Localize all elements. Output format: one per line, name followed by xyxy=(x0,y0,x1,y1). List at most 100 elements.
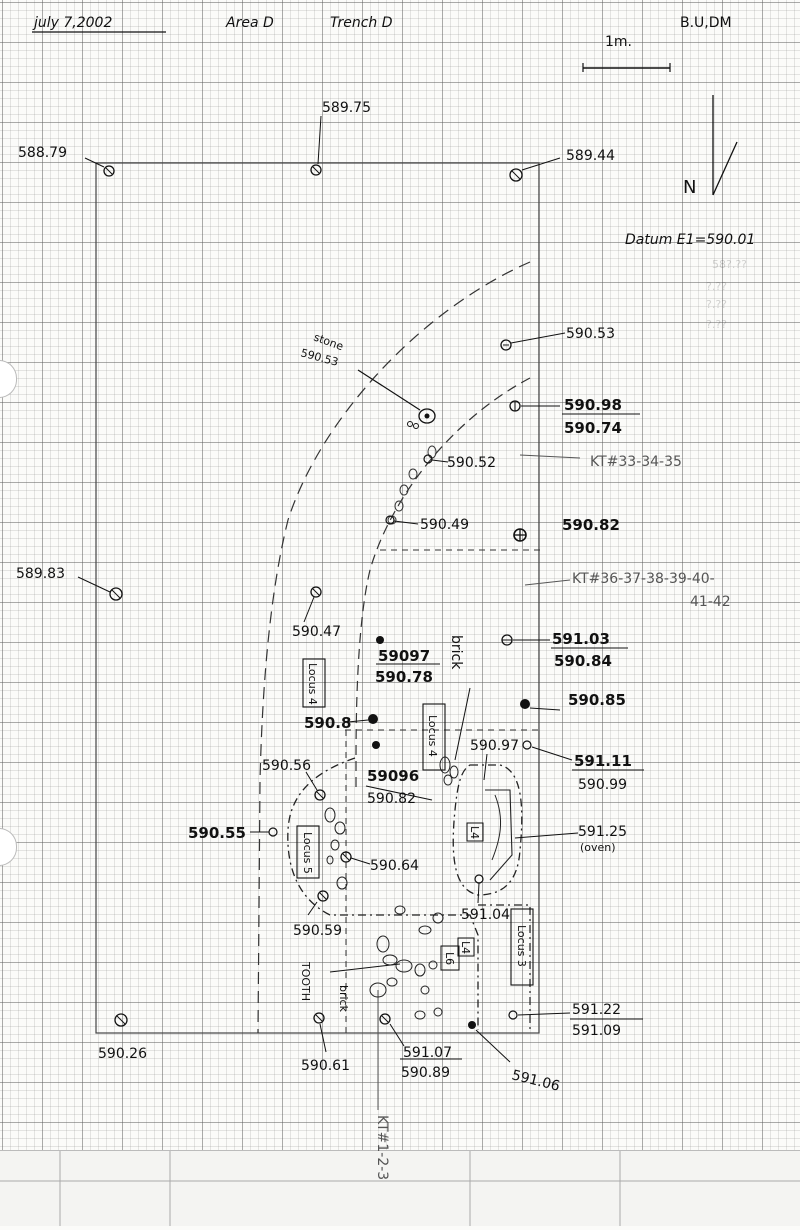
elev-point-e20 xyxy=(508,1010,643,1020)
elev-label-e12-top: 591.11 xyxy=(574,752,632,770)
elev-point-e1 xyxy=(500,332,566,351)
elev-point-e9 xyxy=(520,699,561,711)
erased-notes: 58?.?? ?.?? ?.?? ?.?? xyxy=(706,258,747,331)
corner-marker-nw xyxy=(84,157,115,177)
svg-text:?.??: ?.?? xyxy=(706,298,727,311)
elev-point-e17 xyxy=(514,832,579,839)
corner-marker-sw xyxy=(114,1013,128,1027)
elev-corner-ne: 589.44 xyxy=(566,148,615,164)
elev-label-e18: 590.59 xyxy=(293,923,342,939)
datum-label: Datum E1=590.01 xyxy=(625,232,755,248)
locus-4-box-b: Locus 4 xyxy=(422,703,446,771)
elev-label-e6: 590.47 xyxy=(292,624,341,640)
elev-label-e22-top: 591.07 xyxy=(403,1045,452,1061)
elev-label-e2-bottom: 590.74 xyxy=(564,419,622,437)
l4-box-oven: L4 xyxy=(466,822,484,842)
kt-label-36-40: KT#36-37-38-39-40- xyxy=(572,571,715,587)
locus-5-box: Locus 5 xyxy=(296,825,320,879)
svg-text:L6: L6 xyxy=(443,952,456,965)
elev-point-e5 xyxy=(513,528,527,542)
elev-point-e23 xyxy=(468,1021,511,1063)
north-label: N xyxy=(683,177,696,198)
elev-label-e12-bottom: 590.99 xyxy=(578,777,627,793)
kt1-leader xyxy=(519,454,581,459)
kt2-leader xyxy=(524,579,571,586)
elev-label-e8-bottom: 590.78 xyxy=(375,668,433,686)
elev-label-e11: 590.97 xyxy=(470,738,519,754)
svg-text:Locus 4: Locus 4 xyxy=(306,663,319,705)
elev-label-e16: 590.64 xyxy=(370,858,419,874)
elev-label-e7-bottom: 590.84 xyxy=(554,652,612,670)
kt-label-33-35: KT#33-34-35 xyxy=(590,454,682,470)
trench-label: Trench D xyxy=(330,15,393,31)
elev-point-e19 xyxy=(474,874,484,904)
svg-text:L4: L4 xyxy=(459,941,472,954)
elev-label-e14-top: 59096 xyxy=(367,767,419,785)
elev-label-e9: 590.85 xyxy=(568,691,626,709)
stones-cluster-south xyxy=(369,905,444,1020)
elev-label-e17-top: 591.25 xyxy=(578,824,627,840)
elev-point-e8 xyxy=(376,636,440,665)
elev-label-e21: 590.61 xyxy=(301,1058,350,1074)
elev-label-e8-top: 59097 xyxy=(378,647,430,665)
svg-text:?.??: ?.?? xyxy=(706,318,727,331)
corner-marker-ne xyxy=(509,157,561,182)
elev-label-e4: 590.49 xyxy=(420,517,469,533)
elev-label-e13: 590.56 xyxy=(262,758,311,774)
elev-label-e20-bottom: 591.09 xyxy=(572,1023,621,1039)
elev-corner-sw: 590.26 xyxy=(98,1046,147,1062)
elev-label-e17-bottom: (oven) xyxy=(580,841,616,854)
elev-label-e20-top: 591.22 xyxy=(572,1002,621,1018)
brick-label-south: brick xyxy=(337,985,350,1013)
elev-label-e2-top: 590.98 xyxy=(564,396,622,414)
elev-point-e21 xyxy=(313,1012,327,1053)
locus-3-box: Locus 3 xyxy=(510,908,534,986)
elev-point-e10 xyxy=(347,714,378,724)
elev-label-e3: 590.52 xyxy=(447,455,496,471)
elev-point-e22 xyxy=(379,1013,462,1060)
svg-text:Locus 3: Locus 3 xyxy=(515,925,528,967)
elev-corner-nw: 588.79 xyxy=(18,145,67,161)
area-label: Area D xyxy=(225,15,274,31)
trench-outline xyxy=(95,162,540,1034)
excavation-boundary-inner xyxy=(355,377,531,790)
corner-marker-north-mid xyxy=(310,115,322,176)
elev-point-e13 xyxy=(305,771,326,801)
svg-text:Locus 5: Locus 5 xyxy=(301,832,314,874)
corner-marker-west-mid xyxy=(77,576,123,601)
svg-text:58?.??: 58?.?? xyxy=(712,258,747,271)
elev-point-e3 xyxy=(423,454,449,464)
elev-label-e23: 591.06 xyxy=(510,1067,561,1094)
locus-4-box-a: Locus 4 xyxy=(302,658,326,708)
elev-label-e19: 591.04 xyxy=(461,907,510,923)
elev-label-e22-bottom: 590.89 xyxy=(401,1065,450,1081)
elev-point-e7 xyxy=(501,634,628,649)
l4-box-south: L4 xyxy=(457,937,475,957)
svg-text:?.??: ?.?? xyxy=(706,280,727,293)
oven-wall xyxy=(485,789,513,881)
elev-label-e14-bottom: 590.82 xyxy=(367,791,416,807)
initials-label: B.U,DM xyxy=(680,15,732,31)
elev-label-e10: 590.8 xyxy=(304,714,351,732)
scale-label: 1m. xyxy=(605,34,632,50)
elev-point-e18 xyxy=(307,890,329,916)
brick-label-north: brick xyxy=(448,635,464,670)
kt-label-41-42: 41-42 xyxy=(690,594,731,610)
stone-marker xyxy=(357,369,436,429)
paper-bottom-margin xyxy=(0,1150,800,1226)
elev-label-e1: 590.53 xyxy=(566,326,615,342)
elev-point-e15 xyxy=(250,827,278,837)
elev-label-e5: 590.82 xyxy=(562,516,620,534)
tooth-label: TOOTH xyxy=(299,961,312,1001)
elev-point-e12 xyxy=(522,740,644,771)
elev-north-mid: 589.75 xyxy=(322,100,371,116)
elev-point-e4 xyxy=(385,515,419,525)
date-label: july 7,2002 xyxy=(32,15,112,31)
stones-cluster-locus5 xyxy=(324,807,348,890)
excavation-boundary-outer xyxy=(257,261,531,1034)
svg-text:Locus 4: Locus 4 xyxy=(426,715,439,757)
kt-label-1-3: KT#1-2-3 xyxy=(374,1115,390,1180)
stones-cluster-locus4 xyxy=(439,756,459,786)
